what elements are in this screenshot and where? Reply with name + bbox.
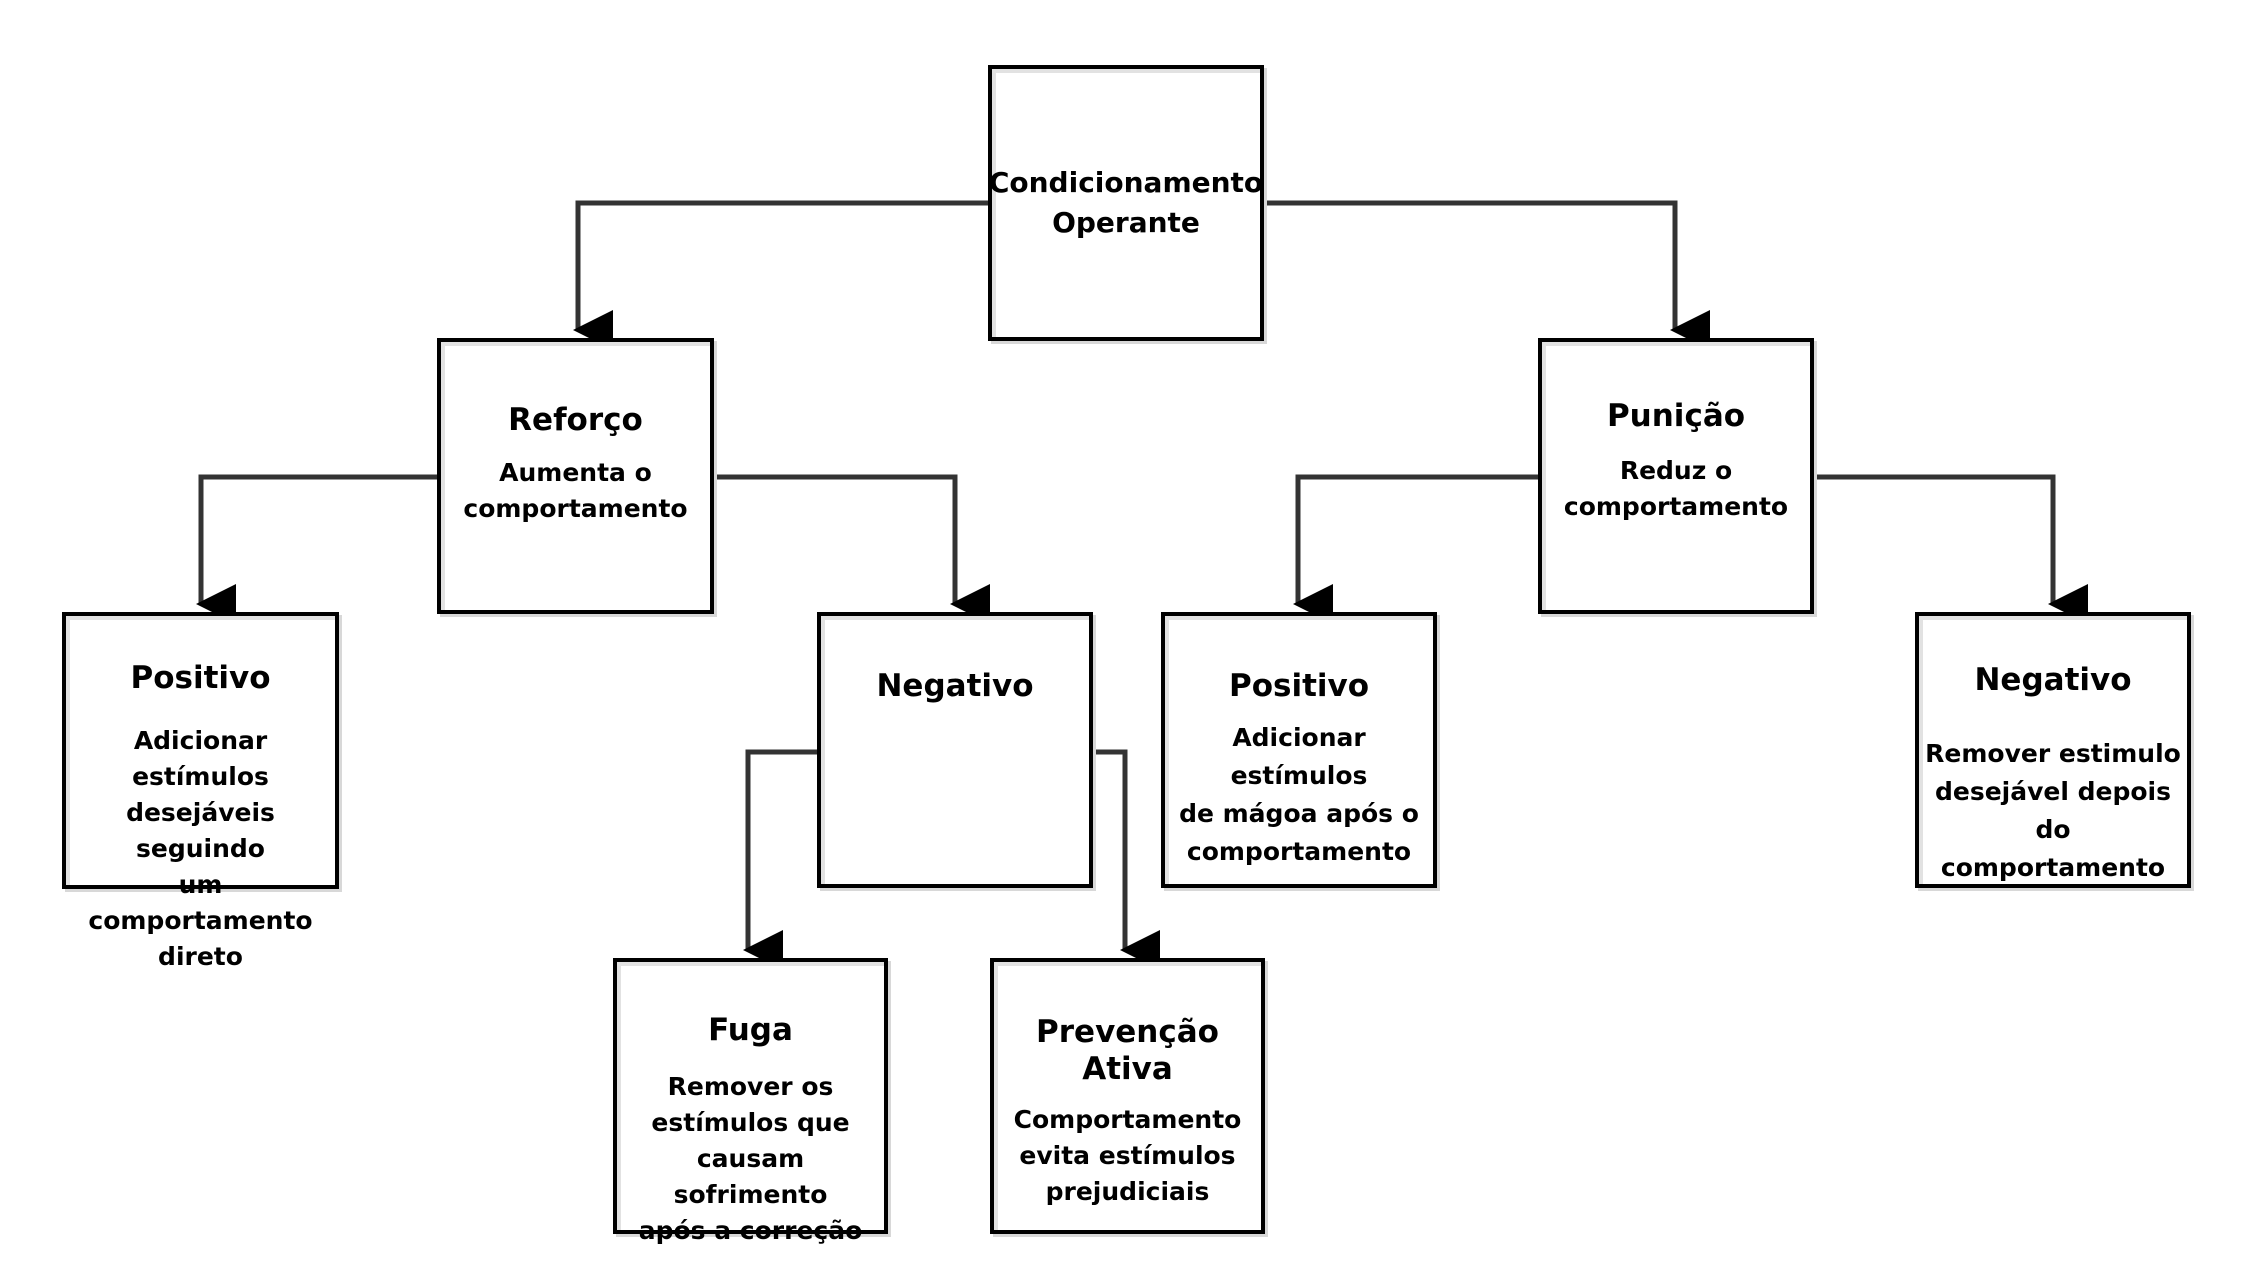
node-title: Fuga [708,1012,793,1048]
node-description: Remover estimulo desejável depois do com… [1919,735,2187,887]
desc-line: desejáveis seguindo [126,798,275,864]
edge-punishment-to-negative [1814,474,2088,624]
node-title: Operante [1052,206,1200,239]
node-title: Prevenção Ativa [1036,1014,1219,1088]
node-punishment: Punição Reduz o comportamento [1538,338,1814,614]
desc-line: prejudiciais [1045,1177,1210,1207]
node-title: Punição [1606,398,1746,434]
desc-line: causam sofrimento [673,1144,828,1210]
desc-line: desejável depois do [1934,777,2172,845]
edge-reinforcement-to-negative [714,474,990,624]
desc-line: direto [158,942,243,972]
node-description: Remover os estímulos que causam sofrimen… [617,1069,884,1249]
node-title: Condicionamento [988,166,1264,199]
edge-negative-to-active-avoidance [1093,749,1160,970]
desc-line: Reduz o [1619,456,1733,486]
edge-root-to-reinforcement [573,200,988,350]
desc-line: um comportamento [88,870,313,936]
desc-line: comportamento [1563,492,1789,522]
desc-line: Aumenta o [499,458,652,488]
desc-line: de mágoa após o [1179,799,1419,829]
desc-line: estímulos que [651,1108,850,1138]
node-title: Positivo [1228,668,1370,704]
node-title: Positivo [130,660,271,696]
desc-line: comportamento [463,494,688,524]
node-reinforcement-positive: Positivo Adicionar estímulos desejáveis … [62,612,339,971]
edge-root-to-punishment [1264,200,1710,350]
node-description: Aumenta o comportamento [457,455,693,527]
edge-negative-to-escape [743,749,817,970]
desc-line: Comportamento [1013,1105,1242,1135]
node-title: Negativo [1974,662,2132,698]
node-escape: Fuga Remover os estímulos que causam sof… [613,958,888,1245]
node-description: Adicionar estímulos de mágoa após o comp… [1165,719,1433,871]
node-reinforcement: Reforço Aumenta o comportamento [437,338,714,614]
desc-line: Adicionar estímulos [132,726,269,792]
node-punishment-negative: Negativo Remover estimulo desejável depo… [1915,612,2191,888]
node-description: Comportamento evita estímulos prejudicia… [1008,1102,1248,1210]
desc-line: Remover os [667,1072,834,1102]
desc-line: Remover estimulo [1925,739,2181,769]
node-description: Adicionar estímulos desejáveis seguindo … [66,723,335,975]
desc-line: Adicionar estímulos [1230,723,1368,791]
node-description: Reduz o comportamento [1558,453,1794,525]
node-title: Negativo [876,668,1034,704]
edge-punishment-to-positive [1293,474,1538,624]
edge-reinforcement-to-positive [196,474,437,624]
node-reinforcement-negative: Negativo [817,612,1093,888]
node-active-avoidance: Prevenção Ativa Comportamento evita estí… [990,958,1265,1234]
desc-line: evita estímulos [1019,1141,1236,1171]
node-operant-conditioning: Condicionamento Operante [988,65,1264,341]
node-punishment-positive: Positivo Adicionar estímulos de mágoa ap… [1161,612,1437,888]
desc-line: comportamento [1186,837,1412,867]
desc-line: comportamento [1940,853,2166,883]
node-title: Reforço [508,402,643,438]
desc-line: após a correção [638,1216,863,1246]
